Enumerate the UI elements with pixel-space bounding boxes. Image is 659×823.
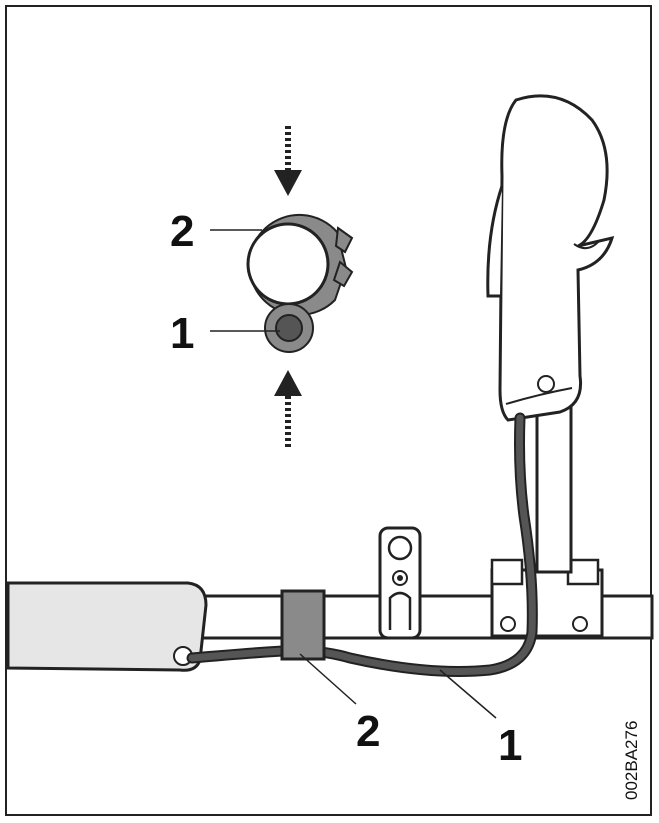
control-handle [486,94,615,422]
cable-clip-main [280,589,326,661]
callout-detail-clip: 2 [170,207,195,256]
handle-clamp [490,558,604,638]
cable-cross-section [275,314,303,342]
callout-detail-cable: 1 [170,309,195,358]
callout-main-clip: 2 [356,707,381,756]
handle-support [535,400,573,574]
clip-detail-view [210,126,354,448]
barrier-bracket [378,526,422,640]
leader-main-clip [299,653,357,705]
leader-main-cable [439,669,497,719]
press-arrow-top [274,126,302,196]
drive-tube-assembly [6,94,654,719]
tube-cross-section [246,222,330,306]
figure-code: 002BA276 [622,720,641,800]
callout-main-cable: 1 [498,721,523,770]
press-arrow-bottom [274,370,302,448]
